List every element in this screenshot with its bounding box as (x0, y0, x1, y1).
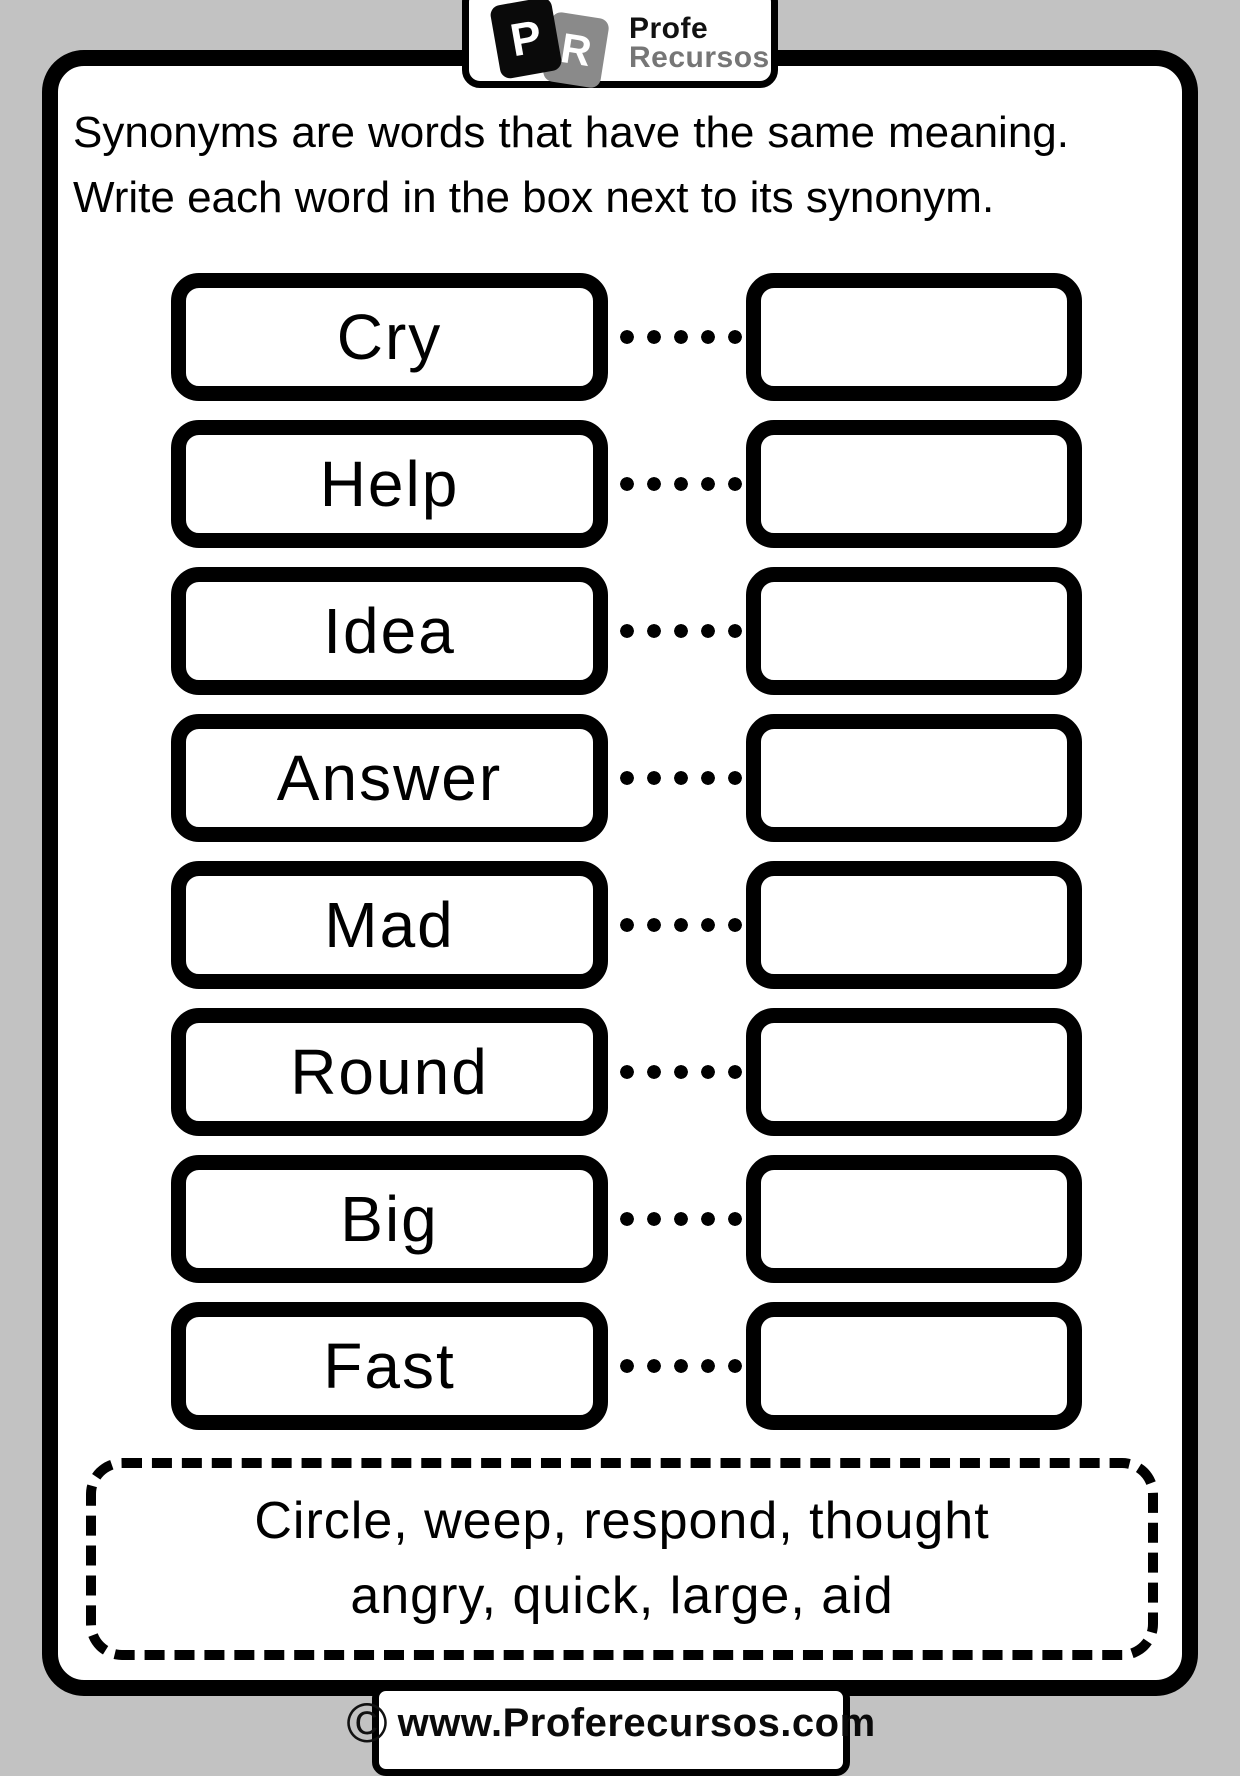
synonym-row: Cry (58, 273, 1182, 401)
logo-p-tile: P (489, 0, 563, 80)
footer-url: www.Proferecursos.com (397, 1700, 876, 1745)
synonym-row: Fast (58, 1302, 1182, 1430)
synonym-row: Idea (58, 567, 1182, 695)
word-bank-line-1: Circle, weep, respond, thought (254, 1491, 990, 1550)
logo-p-letter: P (506, 9, 546, 67)
word-label: Fast (323, 1330, 456, 1402)
word-box: Big (171, 1155, 608, 1283)
dotted-connector (614, 1008, 747, 1136)
answer-box[interactable] (746, 714, 1082, 842)
logo-tiles: P R (489, 0, 619, 90)
answer-box[interactable] (746, 1155, 1082, 1283)
brand-logo: P R Profe Recursos (462, 0, 778, 90)
word-box: Round (171, 1008, 608, 1136)
synonym-row: Big (58, 1155, 1182, 1283)
dotted-connector (614, 1302, 747, 1430)
logo-name-line-1: Profe (629, 11, 709, 45)
dotted-connector (614, 861, 747, 989)
word-box: Help (171, 420, 608, 548)
answer-box[interactable] (746, 420, 1082, 548)
instructions-line-2: Write each word in the box next to its s… (73, 173, 995, 223)
word-label: Answer (276, 742, 503, 814)
word-label: Round (290, 1036, 489, 1108)
word-box: Idea (171, 567, 608, 695)
answer-box[interactable] (746, 1302, 1082, 1430)
dotted-connector (614, 420, 747, 548)
answer-box[interactable] (746, 567, 1082, 695)
footer-credit: © www.Proferecursos.com (346, 1684, 875, 1776)
synonym-row: Help (58, 420, 1182, 548)
dotted-connector (614, 1155, 747, 1283)
word-label: Idea (323, 595, 456, 667)
word-bank: Circle, weep, respond, thought angry, qu… (86, 1458, 1158, 1660)
word-box: Fast (171, 1302, 608, 1430)
dotted-connector (614, 273, 747, 401)
word-label: Help (319, 448, 460, 520)
instructions: Synonyms are words that have the same me… (73, 100, 1069, 230)
logo-wordmark: Profe Recursos (629, 11, 770, 74)
word-label: Mad (324, 889, 455, 961)
synonym-row: Answer (58, 714, 1182, 842)
word-box: Cry (171, 273, 608, 401)
word-box: Mad (171, 861, 608, 989)
logo-r-letter: R (557, 23, 595, 76)
dotted-connector (614, 567, 747, 695)
dotted-connector (614, 714, 747, 842)
word-bank-line-2: angry, quick, large, aid (350, 1567, 894, 1625)
worksheet-page: Synonyms are words that have the same me… (42, 50, 1198, 1696)
word-label: Big (340, 1183, 439, 1255)
logo-name-line-2: Recursos (629, 41, 770, 74)
word-box: Answer (171, 714, 608, 842)
answer-box[interactable] (746, 1008, 1082, 1136)
answer-box[interactable] (746, 273, 1082, 401)
word-label: Cry (336, 301, 443, 373)
copyright-icon: © (346, 1691, 388, 1754)
synonym-row: Round (58, 1008, 1182, 1136)
instructions-line-1: Synonyms are words that have the same me… (73, 108, 1069, 157)
answer-box[interactable] (746, 861, 1082, 989)
synonym-row: Mad (58, 861, 1182, 989)
